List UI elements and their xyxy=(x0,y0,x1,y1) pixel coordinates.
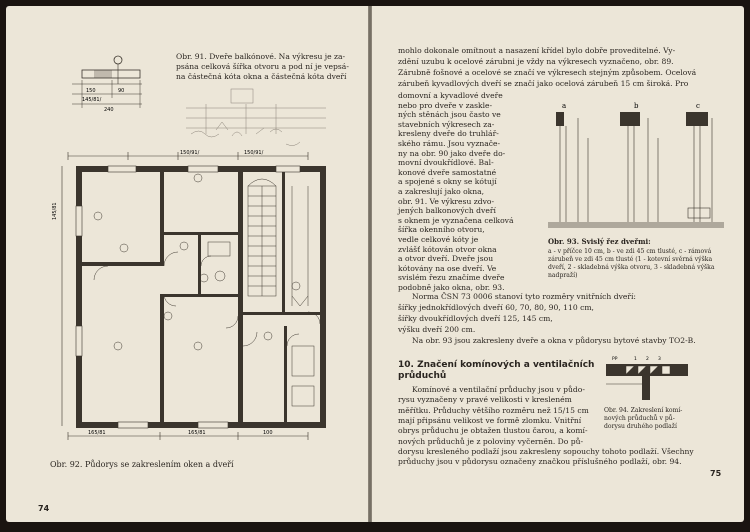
fig93-label-b: b xyxy=(634,102,639,110)
caption-93-title: Obr. 93. Svislý řez dveřmi: xyxy=(548,237,651,246)
section-body-line: mají připsánu velikost ve formě zlomku. … xyxy=(398,415,582,425)
body-top-line-1: mohlo dokonale omítnout a nasazení kříde… xyxy=(398,46,676,55)
body-narrow-line: kresleny dveře do truhlář- xyxy=(398,129,499,139)
fig92-dim-4: 165/81 xyxy=(188,430,206,436)
body-narrow-line: šířka okenního otvoru, xyxy=(398,225,485,235)
caption-94-line-3: dorysu druhého podlaží xyxy=(604,423,677,430)
section-body-line: rysu vyznačeny v pravé velikosti v kresl… xyxy=(398,395,572,405)
caption-91-line-3: na částečná kóta okna a částečná kóta dv… xyxy=(176,72,347,81)
body-narrow-line: vedle celkové kóty je xyxy=(398,235,479,244)
body-narrow-line: svislém řezu značíme dveře xyxy=(398,273,505,283)
fig91-dim-4: 240 xyxy=(104,107,114,113)
body-narrow-line: ny na obr. 90 jako dveře do- xyxy=(398,148,506,158)
caption-94-line-1: Obr. 94. Zakreslení komí- xyxy=(604,407,683,414)
body-narrow-line: jených balkonových dveří xyxy=(398,206,496,216)
caption-92: Obr. 92. Půdorys se zakreslením oken a d… xyxy=(50,460,234,469)
section-body-line: Komínové a ventilační průduchy jsou v pů… xyxy=(412,385,585,394)
fig91-dim-2: 90 xyxy=(118,88,124,94)
right-page-number: 75 xyxy=(710,469,722,478)
fig92-dim-1: 150/91/ xyxy=(180,150,200,156)
body-top-line-3: Zárubně fošnové a ocelové se značí ve vý… xyxy=(398,68,697,77)
norma-line-4: výšku dveří 200 cm. xyxy=(398,325,476,334)
left-page: 150 90 145/81/ 240 Obr. 91. Dveře balkón… xyxy=(6,6,368,522)
fig92-dim-6: 145/81 xyxy=(52,202,58,220)
fig94-chimney-flues: PP 1 2 3 xyxy=(606,356,688,400)
fig91-dim-1: 150 xyxy=(86,88,96,94)
body-narrow-line: kótovány na ose dveří. Ve xyxy=(398,263,497,273)
norma-line-3: šířky dvoukřídlových dveří 125, 145 cm, xyxy=(398,314,553,323)
norma-line-2: šířky jednokřídlových dveří 60, 70, 80, … xyxy=(398,303,594,312)
body-narrow-line: s oknem je vyznačena celková xyxy=(398,215,514,225)
fig92-dim-3: 165/81 xyxy=(88,430,106,436)
section-body-line: obrys průduchu je obtažen tlustou čarou,… xyxy=(398,426,588,436)
section-body-line: měřítku. Průduchy většího rozměru než 15… xyxy=(398,405,589,415)
body-narrow-line: zvlášť kótován otvor okna xyxy=(398,244,497,254)
section-heading-line-1: 10. Značení komínových a ventilačních xyxy=(398,360,595,370)
caption-94-line-2: nových průduchů v pů- xyxy=(604,415,675,422)
body-narrow-line: movní dvoukřídlové. Bal- xyxy=(398,158,494,168)
book-gutter xyxy=(366,6,374,522)
body-narrow-line: obr. 91. Ve výkresu zdvo- xyxy=(398,196,495,206)
fig91-window-door-detail: 150 90 145/81/ 240 xyxy=(72,55,142,113)
body-narrow-line: a spojené s okny se kótují xyxy=(398,177,497,187)
body-narrow-line: ných stěnách jsou často ve xyxy=(398,110,501,120)
body-top-line-2: zdění uzubu k ocelové zárubni je vždy na… xyxy=(398,57,674,66)
body-narrow-line: stavebních výkresech za- xyxy=(398,119,495,129)
fig92-dim-5: 100 xyxy=(263,430,273,436)
caption-91-line-1: Obr. 91. Dveře balkónové. Na výkresu je … xyxy=(176,52,346,61)
fig93-door-section: a b c xyxy=(548,102,724,228)
body-top-line-4: zárubeň kyvadlových dveří se značí jako … xyxy=(398,79,689,88)
fig91-dim-3: 145/81/ xyxy=(82,97,102,103)
left-page-number: 74 xyxy=(38,504,50,513)
pencil-sketch-annotation xyxy=(186,88,326,146)
fig93-label-c: c xyxy=(696,102,700,110)
body-narrow-line: domovní a kyvadlové dveře xyxy=(398,91,503,100)
section-body-line: dorysu kresleného podlaží jsou zakreslen… xyxy=(398,446,694,456)
body-narrow-line: a otvor dveří. Dveře jsou xyxy=(398,254,494,264)
body-narrow-line: nebo pro dveře v zaskle- xyxy=(398,100,493,110)
fig92-dim-2: 150/91/ xyxy=(244,150,264,156)
fig94-label-3: 3 xyxy=(658,356,661,362)
section-body-line: průduchy jsou v půdorysu označeny značko… xyxy=(398,457,682,467)
norma-line-1: Norma ČSN 73 0006 stanoví tyto rozměry v… xyxy=(412,292,636,301)
caption-93-line-3: dveří, 2 - skladebná výška otvoru, 3 - s… xyxy=(548,264,715,271)
caption-93-line-1: a - v příčce 10 cm, b - ve zdi 45 cm tlu… xyxy=(548,248,712,255)
norma-line-5: Na obr. 93 jsou zakresleny dveře a okna … xyxy=(412,336,696,345)
fig94-label-1: 1 xyxy=(634,356,637,362)
caption-93-line-2: zárubeň ve zdi 45 cm tlusté (1 - kotevní… xyxy=(548,256,713,263)
fig92-floor-plan: 150/91/ 150/91/ xyxy=(52,150,326,440)
right-page: mohlo dokonale omítnout a nasazení kříde… xyxy=(372,6,744,522)
caption-93-line-4: nadpraží) xyxy=(548,272,578,279)
fig94-label-pp: PP xyxy=(612,356,618,362)
fig93-label-a: a xyxy=(562,102,566,110)
body-narrow-line: ského rámu. Jsou vyznače- xyxy=(398,139,501,148)
body-narrow-line: konové dveře samostatné xyxy=(398,167,497,177)
caption-91-line-2: psána celková šířka otvoru a pod ní je v… xyxy=(176,62,349,71)
section-heading-line-2: průduchů xyxy=(398,371,447,381)
section-body-line: nových průduchů je z poloviny vyčerněn. … xyxy=(398,436,584,446)
body-narrow-line: podobně jako okna, obr. 93. xyxy=(398,283,505,292)
fig94-label-2: 2 xyxy=(646,356,649,362)
body-narrow-line: a zakreslují jako okna, xyxy=(398,187,485,196)
